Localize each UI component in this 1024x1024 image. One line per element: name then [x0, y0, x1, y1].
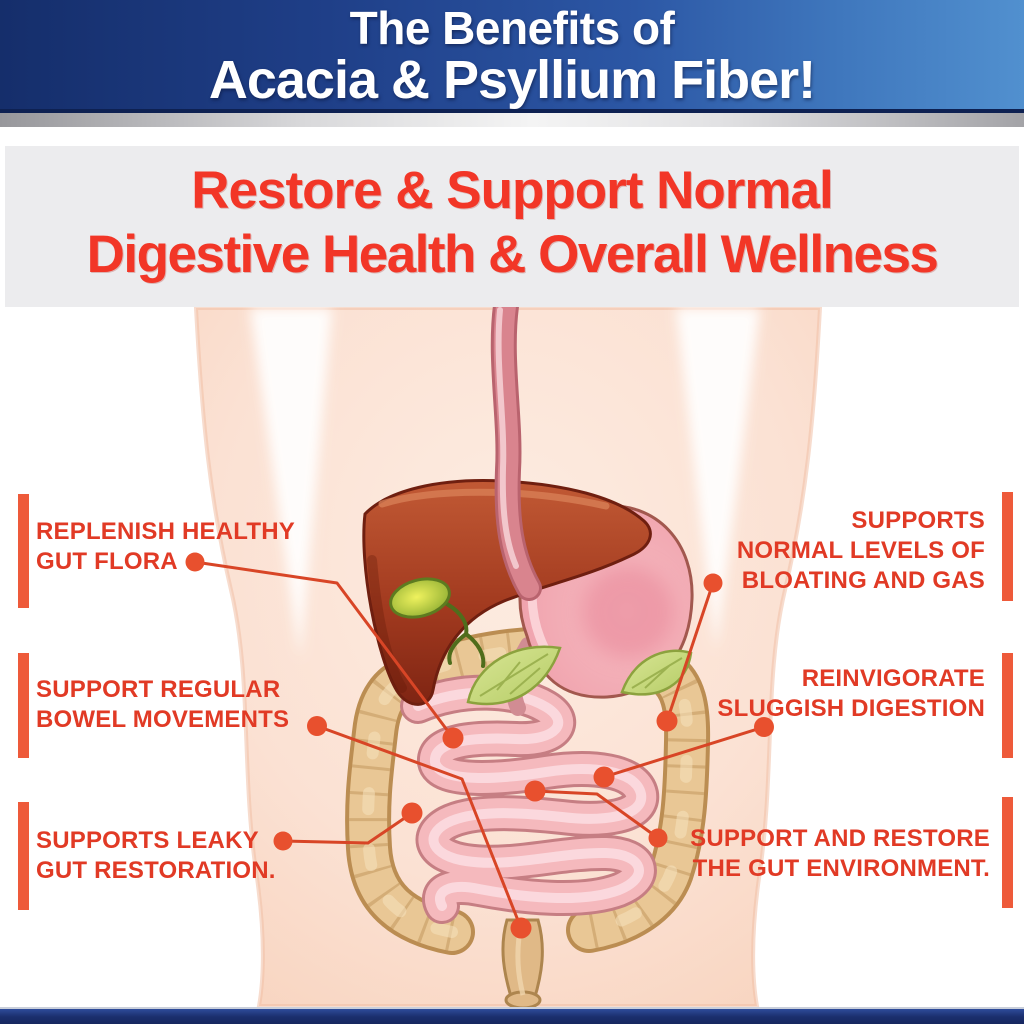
callout-line: SUPPORTS — [851, 507, 985, 534]
leader-line-leaky-gut-restoration — [281, 811, 414, 845]
leader-dot-sluggish-text — [754, 717, 774, 737]
leader-dot-bloating-end — [656, 710, 678, 732]
small-intestine — [400, 674, 660, 924]
callout-gut-environment: SUPPORT AND RESTORE THE GUT ENVIRONMENT. — [690, 824, 990, 884]
headline-line2: Digestive Health & Overall Wellness — [86, 225, 939, 284]
leader-dot-replenish-end — [442, 727, 464, 749]
header-title-line2: Acacia & Psyllium Fiber! — [208, 50, 816, 110]
callout-line: REINVIGORATE — [801, 665, 985, 692]
leader-dot-bloating-text — [703, 573, 723, 593]
esophagus — [490, 293, 542, 601]
callout-line: BOWEL MOVEMENTS — [36, 706, 290, 733]
callout-sluggish-digestion: REINVIGORATE SLUGGISH DIGESTION — [717, 664, 985, 724]
callout-line: BLOATING AND GAS — [741, 567, 985, 594]
silver-divider — [0, 113, 1024, 127]
leader-dot-environment-text — [648, 828, 668, 848]
callout-line: GUT RESTORATION. — [36, 857, 276, 884]
callout-line: REPLENISH HEALTHY — [36, 518, 295, 545]
pancreas — [466, 645, 693, 706]
leader-dot-leaky-text — [273, 831, 293, 851]
callout-line: SUPPORT REGULAR — [36, 676, 281, 703]
leader-dot-leaky-end — [401, 802, 423, 824]
leader-dot-bowel-end — [510, 917, 532, 939]
headline-panel: Restore & Support Normal Digestive Healt… — [5, 146, 1019, 307]
leader-dot-bowel-text — [307, 716, 327, 736]
armpit-gap-left — [250, 308, 332, 658]
leader-line-bloating-and-gas — [665, 581, 715, 723]
leader-dot-sluggish-end — [593, 766, 615, 788]
callout-bloating-and-gas: SUPPORTS NORMAL LEVELS OF BLOATING AND G… — [737, 506, 985, 596]
callout-leaky-gut-restoration: SUPPORTS LEAKY GUT RESTORATION. — [36, 826, 276, 886]
accent-bar-right-3 — [1002, 797, 1013, 908]
header-title-line1: The Benefits of — [349, 2, 675, 54]
gallbladder — [389, 577, 486, 668]
accent-bar-left-1 — [18, 494, 29, 608]
accent-bar-right-1 — [1002, 492, 1013, 601]
headline-line1: Restore & Support Normal — [191, 161, 834, 220]
leader-dots — [185, 552, 774, 939]
callout-regular-bowel-movements: SUPPORT REGULAR BOWEL MOVEMENTS — [36, 675, 289, 735]
callout-line: GUT FLORA — [36, 548, 178, 575]
leader-dot-environment-end — [524, 780, 546, 802]
leader-line-sluggish-digestion — [602, 725, 766, 779]
callout-replenish-gut-flora: REPLENISH HEALTHY GUT FLORA — [36, 517, 295, 577]
leader-dot-replenish-text — [185, 552, 205, 572]
leader-line-regular-bowel-movements — [315, 724, 523, 930]
armpit-gap-right — [676, 308, 760, 650]
leader-line-gut-environment — [533, 789, 660, 840]
callout-line: SUPPORTS LEAKY — [36, 827, 259, 854]
footer-bar — [0, 1007, 1024, 1024]
callout-line: SUPPORT AND RESTORE — [690, 825, 990, 852]
accent-bar-right-2 — [1002, 653, 1013, 758]
accent-bar-left-3 — [18, 802, 29, 910]
callout-line: THE GUT ENVIRONMENT. — [692, 855, 990, 882]
header-underline — [0, 109, 1024, 113]
callout-line: NORMAL LEVELS OF — [736, 537, 985, 564]
callout-line: SLUGGISH DIGESTION — [717, 695, 985, 722]
header-banner: The Benefits of Acacia & Psyllium Fiber! — [0, 0, 1024, 109]
accent-bar-left-2 — [18, 653, 29, 758]
leader-lines — [193, 560, 766, 930]
leader-line-replenish-gut-flora — [193, 560, 455, 740]
